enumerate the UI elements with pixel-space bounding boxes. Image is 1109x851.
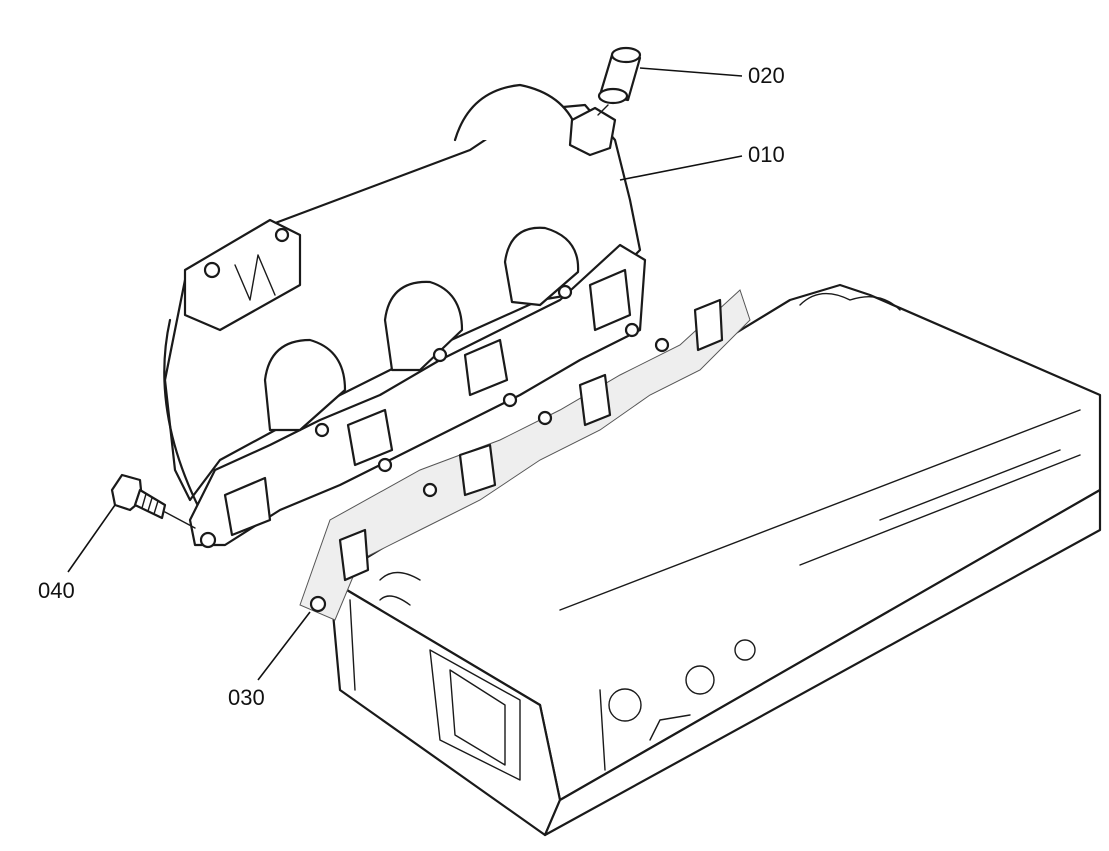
injector-fitting — [568, 46, 642, 157]
callout-label-040: 040 — [38, 578, 75, 603]
leader-line-030 — [257, 611, 311, 681]
callout-label-030: 030 — [228, 685, 265, 710]
gasket — [299, 289, 751, 621]
leader-line-010 — [619, 155, 743, 181]
intake-manifold — [163, 83, 647, 549]
leader-line-020 — [639, 67, 743, 77]
callout-label-020: 020 — [748, 63, 785, 88]
callout-label-010: 010 — [748, 142, 785, 167]
leader-line-040 — [67, 504, 116, 573]
cylinder-head-block — [328, 283, 1102, 837]
